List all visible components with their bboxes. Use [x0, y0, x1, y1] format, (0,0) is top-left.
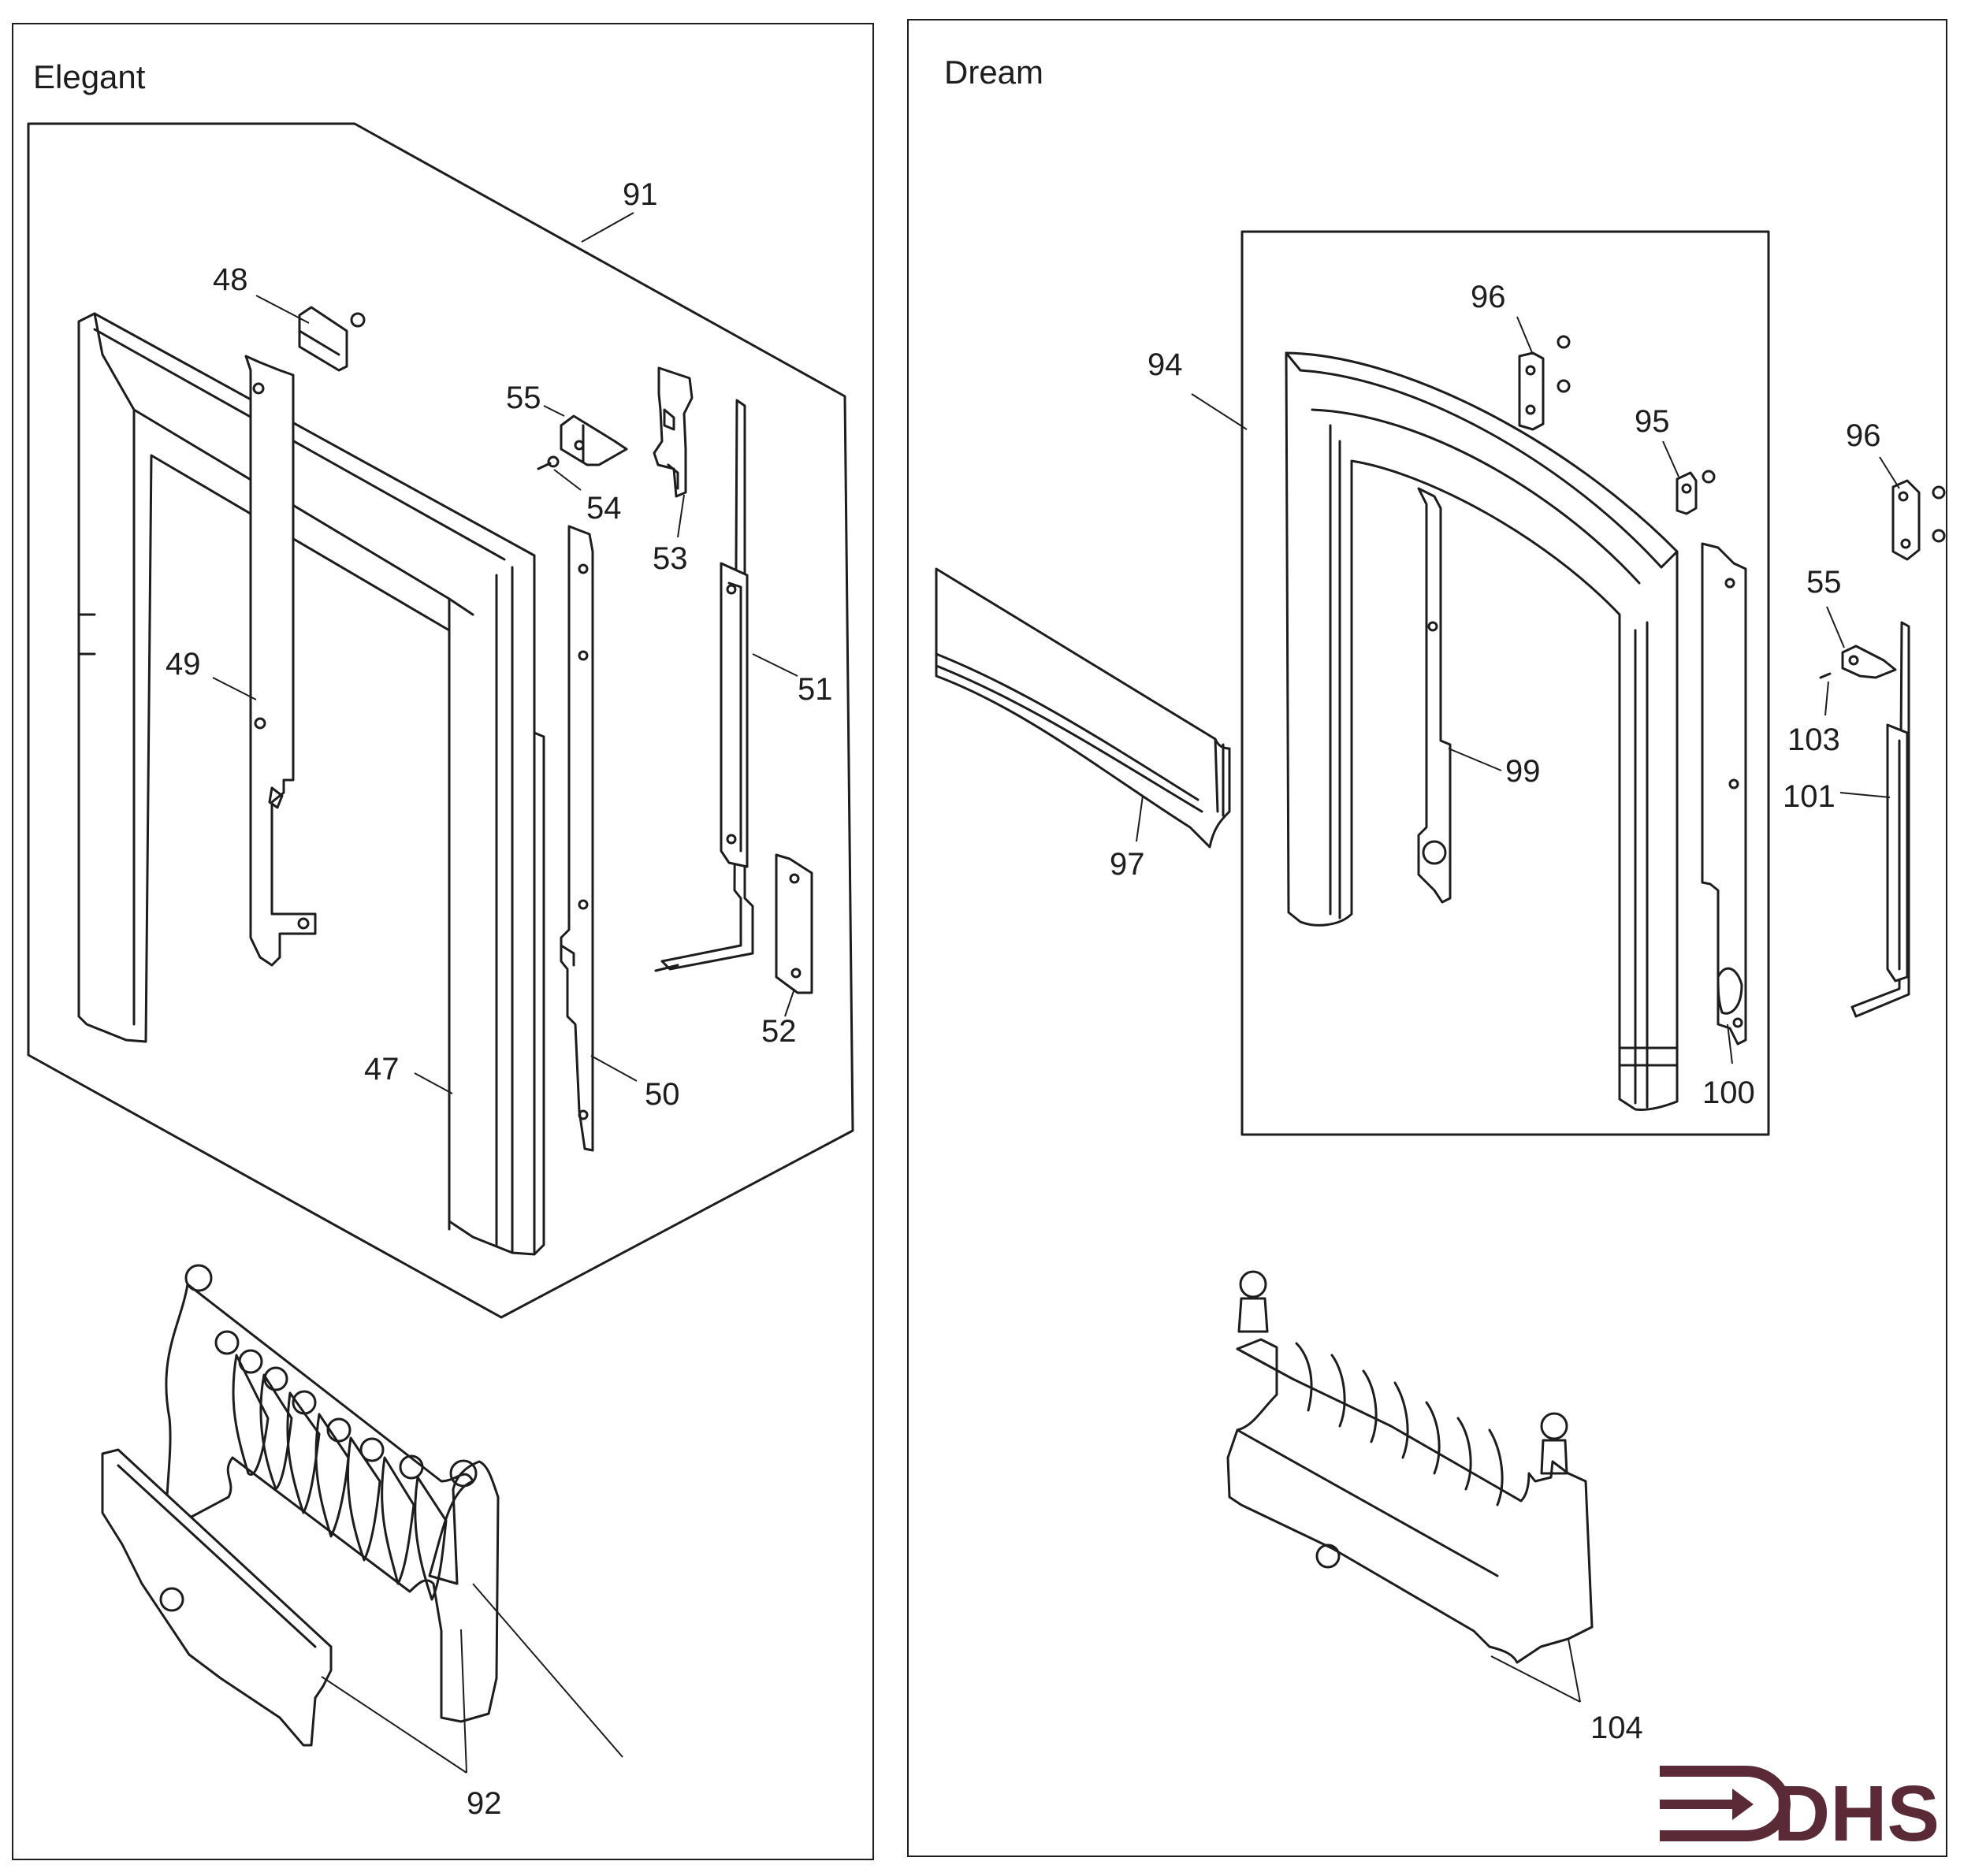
part-54-screw [537, 455, 560, 470]
leader-49 [212, 677, 257, 700]
part-49-bracket [244, 355, 317, 967]
callout-92: 92 [467, 1786, 502, 1821]
leader-55a [543, 405, 565, 417]
part-94-frame [1285, 351, 1679, 1111]
callout-54: 54 [586, 491, 622, 526]
leader-95 [1662, 440, 1679, 477]
elegant-panel-border [12, 23, 874, 1860]
leader-100 [1727, 1023, 1733, 1064]
dhs-logo-arrow [1732, 1789, 1754, 1820]
callout-101: 101 [1783, 779, 1836, 814]
part-103-screw [1819, 672, 1832, 679]
part-101-rod [1850, 621, 1910, 1018]
dhs-logo: DHS [1660, 1766, 1940, 1858]
callout-50: 50 [645, 1077, 680, 1112]
leader-52 [784, 988, 795, 1017]
leader-97 [1136, 795, 1144, 842]
leader-54 [553, 469, 582, 491]
part-47-frame [77, 312, 545, 1256]
part-48-clip [298, 306, 366, 372]
dhs-logo-text: DHS [1773, 1770, 1940, 1858]
leader-47 [414, 1072, 453, 1094]
callout-91: 91 [623, 177, 658, 212]
callout-49: 49 [166, 647, 201, 682]
callout-97: 97 [1110, 847, 1145, 882]
part-96-clip-top [1518, 335, 1571, 431]
leader-104 [1490, 1638, 1581, 1703]
callout-51: 51 [798, 672, 833, 707]
callout-103: 103 [1787, 723, 1840, 757]
kit-94-outline [1240, 230, 1770, 1136]
callout-95: 95 [1635, 404, 1670, 439]
part-51-rod [654, 399, 754, 972]
leader-96b [1879, 456, 1900, 489]
callout-53: 53 [653, 541, 688, 576]
part-97-panel [935, 567, 1231, 849]
part-55-hinge [560, 414, 628, 466]
part-92-fret [101, 1264, 623, 1758]
elegant-panel: Elegant [12, 23, 874, 1860]
leader-99 [1448, 748, 1502, 771]
callout-52: 52 [761, 1014, 797, 1049]
leader-51 [752, 653, 798, 677]
part-52-plate [775, 853, 813, 994]
leader-48 [255, 295, 310, 324]
leader-103 [1824, 681, 1829, 716]
part-55-hinge-right [1841, 645, 1897, 679]
callout-96-right: 96 [1846, 418, 1881, 453]
dream-panel-title: Dream [944, 54, 1043, 91]
leader-53 [677, 494, 685, 538]
callout-48: 48 [213, 262, 248, 297]
part-95-clip [1676, 470, 1716, 515]
leader-91 [581, 212, 634, 243]
kit-91-outline [27, 122, 854, 1319]
callout-96-top: 96 [1471, 280, 1506, 314]
callout-104: 104 [1590, 1711, 1643, 1745]
part-99-bracket [1417, 487, 1452, 904]
callout-47: 47 [364, 1052, 400, 1087]
leader-96a [1516, 316, 1534, 355]
leader-101 [1839, 792, 1891, 798]
leader-55b [1826, 606, 1845, 648]
part-50-strip [560, 525, 594, 1152]
callout-99: 99 [1505, 754, 1541, 789]
part-96-clip-right [1891, 479, 1946, 561]
part-100-strip [1701, 542, 1747, 1046]
dhs-logo-mark [1660, 1766, 1791, 1841]
dream-panel: Dream [907, 19, 1947, 1858]
callout-94: 94 [1147, 347, 1183, 382]
leader-94 [1191, 393, 1248, 430]
callout-100: 100 [1702, 1075, 1755, 1110]
dream-panel-border [907, 19, 1947, 1857]
leader-50 [590, 1055, 638, 1082]
callout-55-right: 55 [1806, 565, 1842, 600]
part-53-latch [653, 366, 694, 498]
elegant-panel-title: Elegant [33, 58, 146, 95]
callout-55: 55 [506, 381, 541, 415]
part-104-fret [1226, 1270, 1594, 1664]
leader-92 [321, 1629, 467, 1774]
